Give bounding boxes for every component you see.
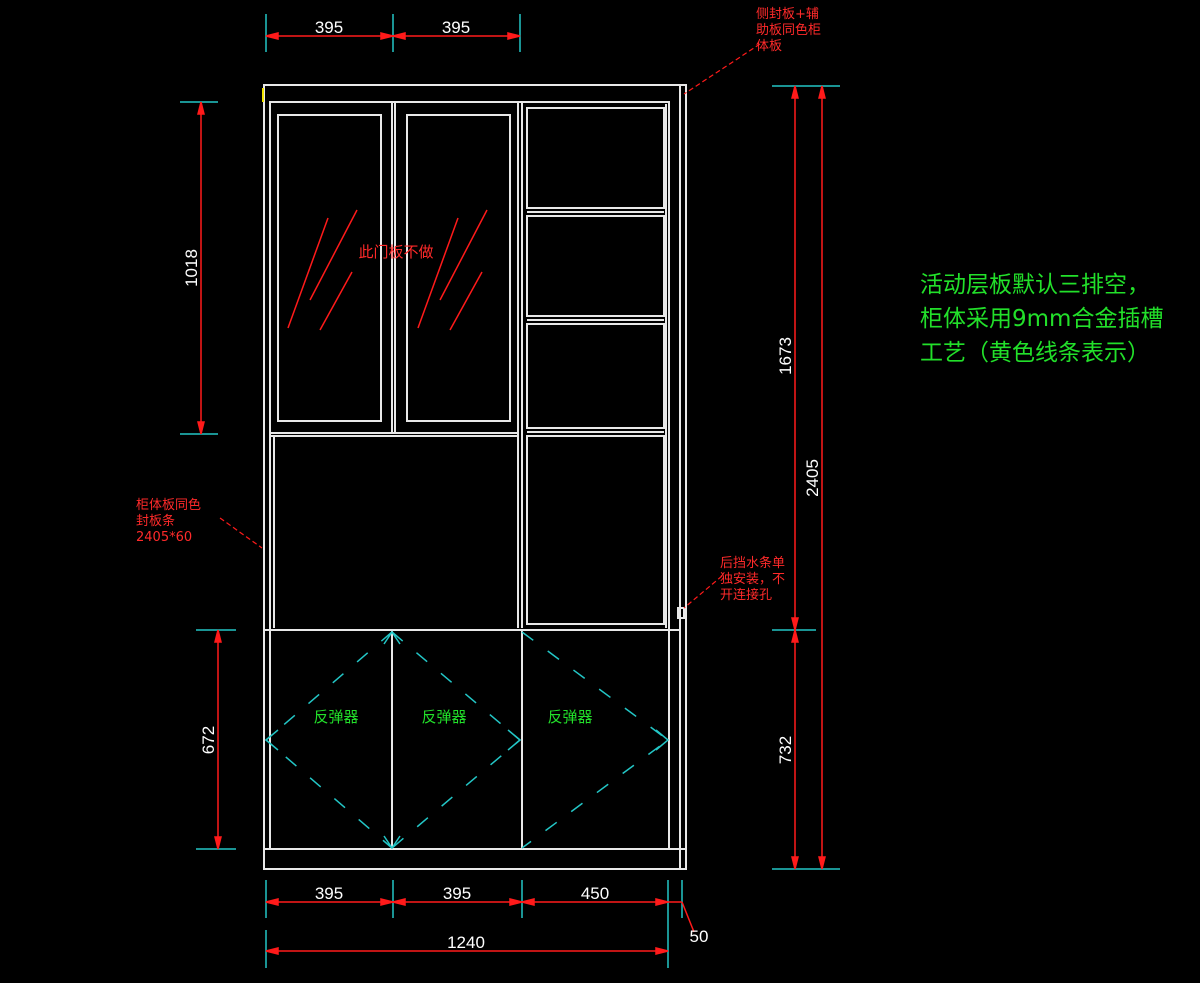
water-strip-note-line-2: 独安装，不 [720, 572, 786, 587]
main-note-line-3: 工艺（黄色线条表示） [920, 340, 1150, 366]
dim-bottom-1: 395 [315, 884, 343, 903]
shelf-right-cell-2 [526, 215, 665, 317]
shelf-right-cell-3 [526, 323, 665, 429]
dim-left-upper: 1018 [182, 249, 201, 287]
water-strip-note-line-1: 后挡水条单 [720, 556, 786, 571]
shelf-right-cell-1 [526, 107, 665, 209]
main-construction-note: 活动层板默认三排空， 柜体采用9mm合金插槽 工艺（黄色线条表示） [920, 268, 1163, 370]
inner-frame [269, 101, 670, 850]
dim-top-1: 395 [315, 18, 343, 37]
annotation-leaders [219, 43, 761, 609]
glass-door-right [406, 114, 511, 422]
dimension-lines [197, 32, 826, 955]
water-strip-note: 后挡水条单 独安装，不 开连接孔 [720, 556, 785, 604]
edge-strip-note-line-1: 柜体板同色 [136, 498, 202, 513]
glass-door-left [277, 114, 382, 422]
door-note: 此门板不做 [358, 243, 433, 261]
dim-side-offset: 50 [690, 927, 709, 946]
rebounder-label-3: 反弹器 [547, 708, 592, 726]
dim-left-lower: 672 [199, 726, 218, 754]
dim-bottom-3: 450 [581, 884, 609, 903]
edge-strip-note: 柜体板同色 封板条 2405*60 [136, 498, 201, 546]
side-panel-note-line-3: 体板 [756, 39, 783, 54]
extension-lines [180, 14, 840, 968]
side-panel-note-line-2: 助板同色柜 [756, 23, 822, 38]
main-note-line-1: 活动层板默认三排空， [920, 272, 1150, 298]
water-strip-note-line-3: 开连接孔 [720, 588, 773, 603]
edge-strip-note-line-3: 2405*60 [136, 530, 193, 545]
cabinet-outline [263, 84, 687, 870]
side-panel-note: 侧封板+辅 助板同色柜 体板 [756, 7, 821, 55]
dim-bottom-2: 395 [443, 884, 471, 903]
water-strip-marker [677, 607, 685, 619]
side-panel-note-line-1: 侧封板+辅 [756, 7, 819, 22]
edge-strip-note-line-2: 封板条 [136, 514, 176, 529]
dim-right-lower: 732 [776, 736, 795, 764]
dim-right-upper: 1673 [776, 337, 795, 375]
rebounder-label-2: 反弹器 [421, 708, 466, 726]
dim-top-2: 395 [442, 18, 470, 37]
shelf-right-cell-4 [526, 435, 665, 625]
dim-overall-width: 1240 [447, 933, 485, 952]
rebounder-label-1: 反弹器 [313, 708, 358, 726]
main-note-line-2: 柜体采用9mm合金插槽 [920, 306, 1164, 332]
door-swing-lines [264, 631, 670, 849]
outer-frame [263, 84, 687, 870]
swing-arrowheads [264, 630, 670, 850]
glass-hatch [287, 209, 488, 331]
dim-overall-height: 2405 [803, 459, 822, 497]
